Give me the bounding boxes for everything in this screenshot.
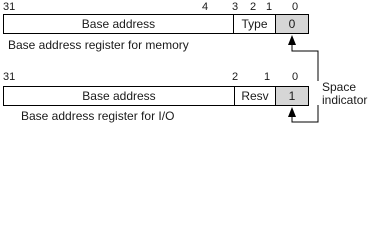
io-register-caption: Base address register for I/O	[21, 109, 175, 123]
memory-bit-1-label: 1	[266, 1, 273, 13]
memory-space-bit-field: 0	[275, 14, 309, 34]
space-indicator-label-line2: indicator	[322, 93, 368, 107]
memory-register-caption: Base address register for memory	[8, 38, 189, 52]
space-indicator-connector	[288, 35, 319, 123]
io-bit-31-label: 31	[3, 71, 16, 83]
memory-type-field: Type	[233, 14, 276, 34]
io-space-bit-field: 1	[275, 86, 309, 106]
memory-bit-3-label: 3	[232, 1, 239, 13]
space-indicator-label-line1: Space	[322, 80, 357, 94]
io-space-bit-arrowhead	[288, 107, 296, 117]
memory-bit-4-label: 4	[202, 1, 209, 13]
memory-bit-31-label: 31	[3, 1, 16, 13]
memory-base-address-field: Base address	[3, 14, 234, 34]
space-indicator-line-to-io	[291, 105, 319, 123]
space-indicator-label: Space indicator	[322, 81, 367, 107]
space-indicator-line-to-memory	[291, 44, 319, 81]
memory-bit-2-label: 2	[250, 1, 257, 13]
memory-bit-0-label: 0	[292, 1, 299, 13]
io-base-address-field: Base address	[3, 86, 235, 106]
io-bit-1-label: 1	[264, 71, 271, 83]
io-bit-2-label: 2	[232, 71, 239, 83]
io-bit-0-label: 0	[292, 71, 299, 83]
memory-space-bit-arrowhead	[288, 35, 296, 45]
